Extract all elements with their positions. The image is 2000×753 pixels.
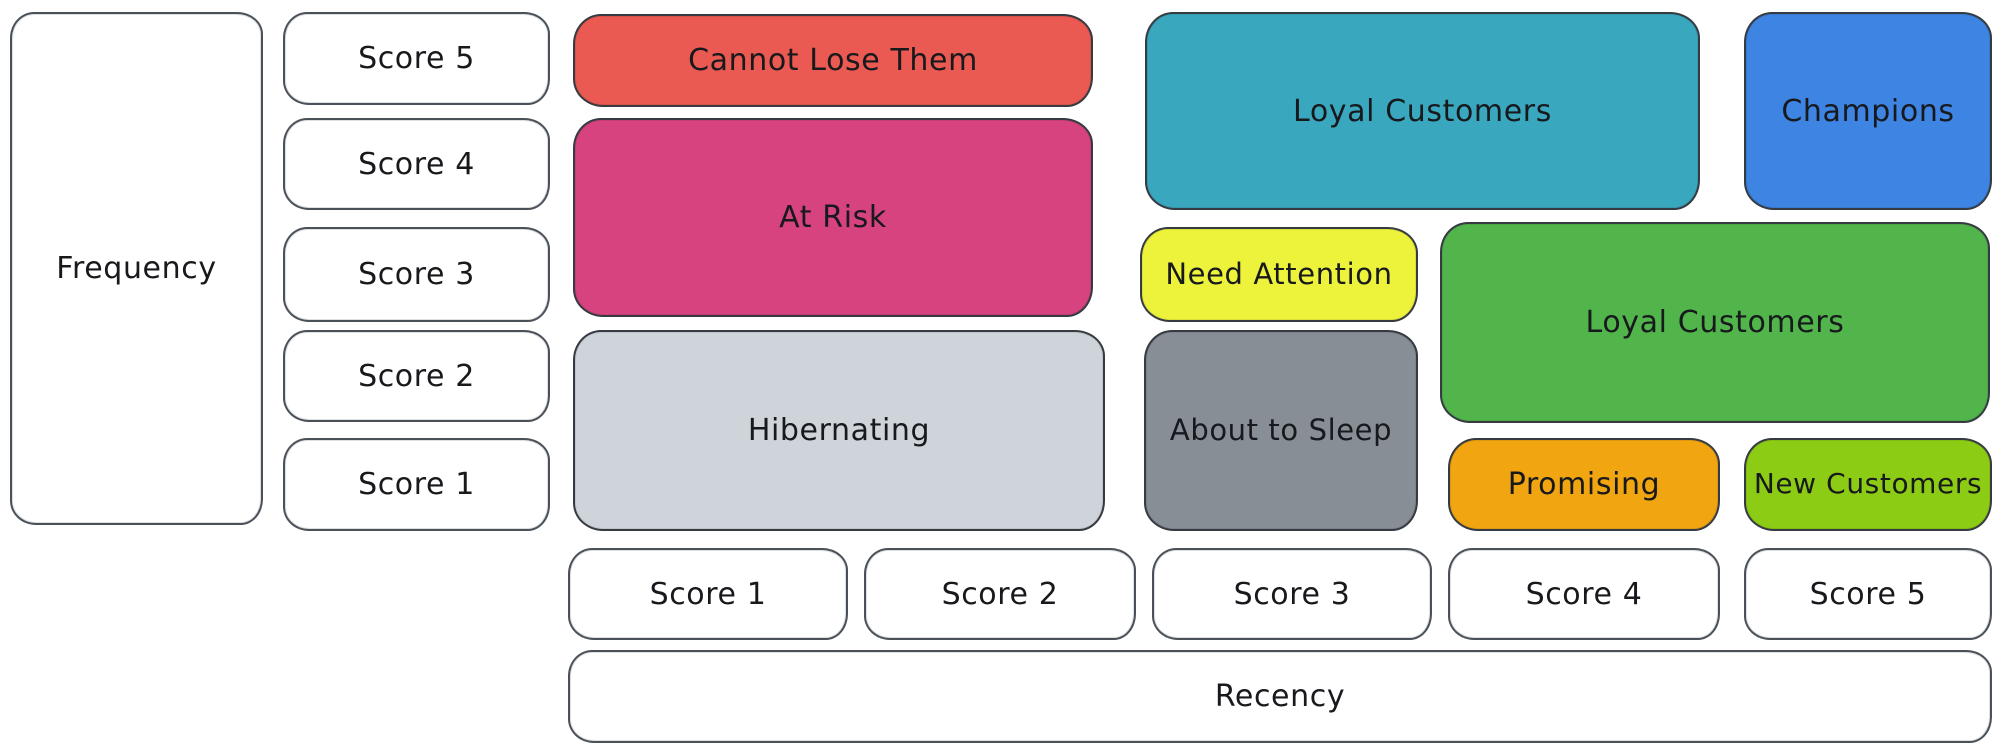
recency-axis-label: Recency	[568, 650, 1992, 743]
segment-need-attention: Need Attention	[1140, 227, 1418, 322]
frequency-score-5: Score 5	[283, 12, 550, 105]
segment-hibernating: Hibernating	[573, 330, 1105, 531]
frequency-score-1: Score 1	[283, 438, 550, 531]
recency-score-2: Score 2	[864, 548, 1136, 640]
segment-cannot-lose-them: Cannot Lose Them	[573, 14, 1093, 107]
frequency-score-2: Score 2	[283, 330, 550, 422]
recency-score-3: Score 3	[1152, 548, 1432, 640]
segment-promising: Promising	[1448, 438, 1720, 531]
frequency-score-3: Score 3	[283, 227, 550, 322]
recency-score-4: Score 4	[1448, 548, 1720, 640]
segment-loyal-customers-top: Loyal Customers	[1145, 12, 1700, 210]
frequency-score-4: Score 4	[283, 118, 550, 210]
segment-loyal-customers-right: Loyal Customers	[1440, 222, 1990, 423]
recency-score-1: Score 1	[568, 548, 848, 640]
recency-score-5: Score 5	[1744, 548, 1992, 640]
segment-at-risk: At Risk	[573, 118, 1093, 317]
segment-new-customers: New Customers	[1744, 438, 1992, 531]
frequency-axis-label: Frequency	[10, 12, 263, 525]
segment-champions: Champions	[1744, 12, 1992, 210]
segment-about-to-sleep: About to Sleep	[1144, 330, 1418, 531]
